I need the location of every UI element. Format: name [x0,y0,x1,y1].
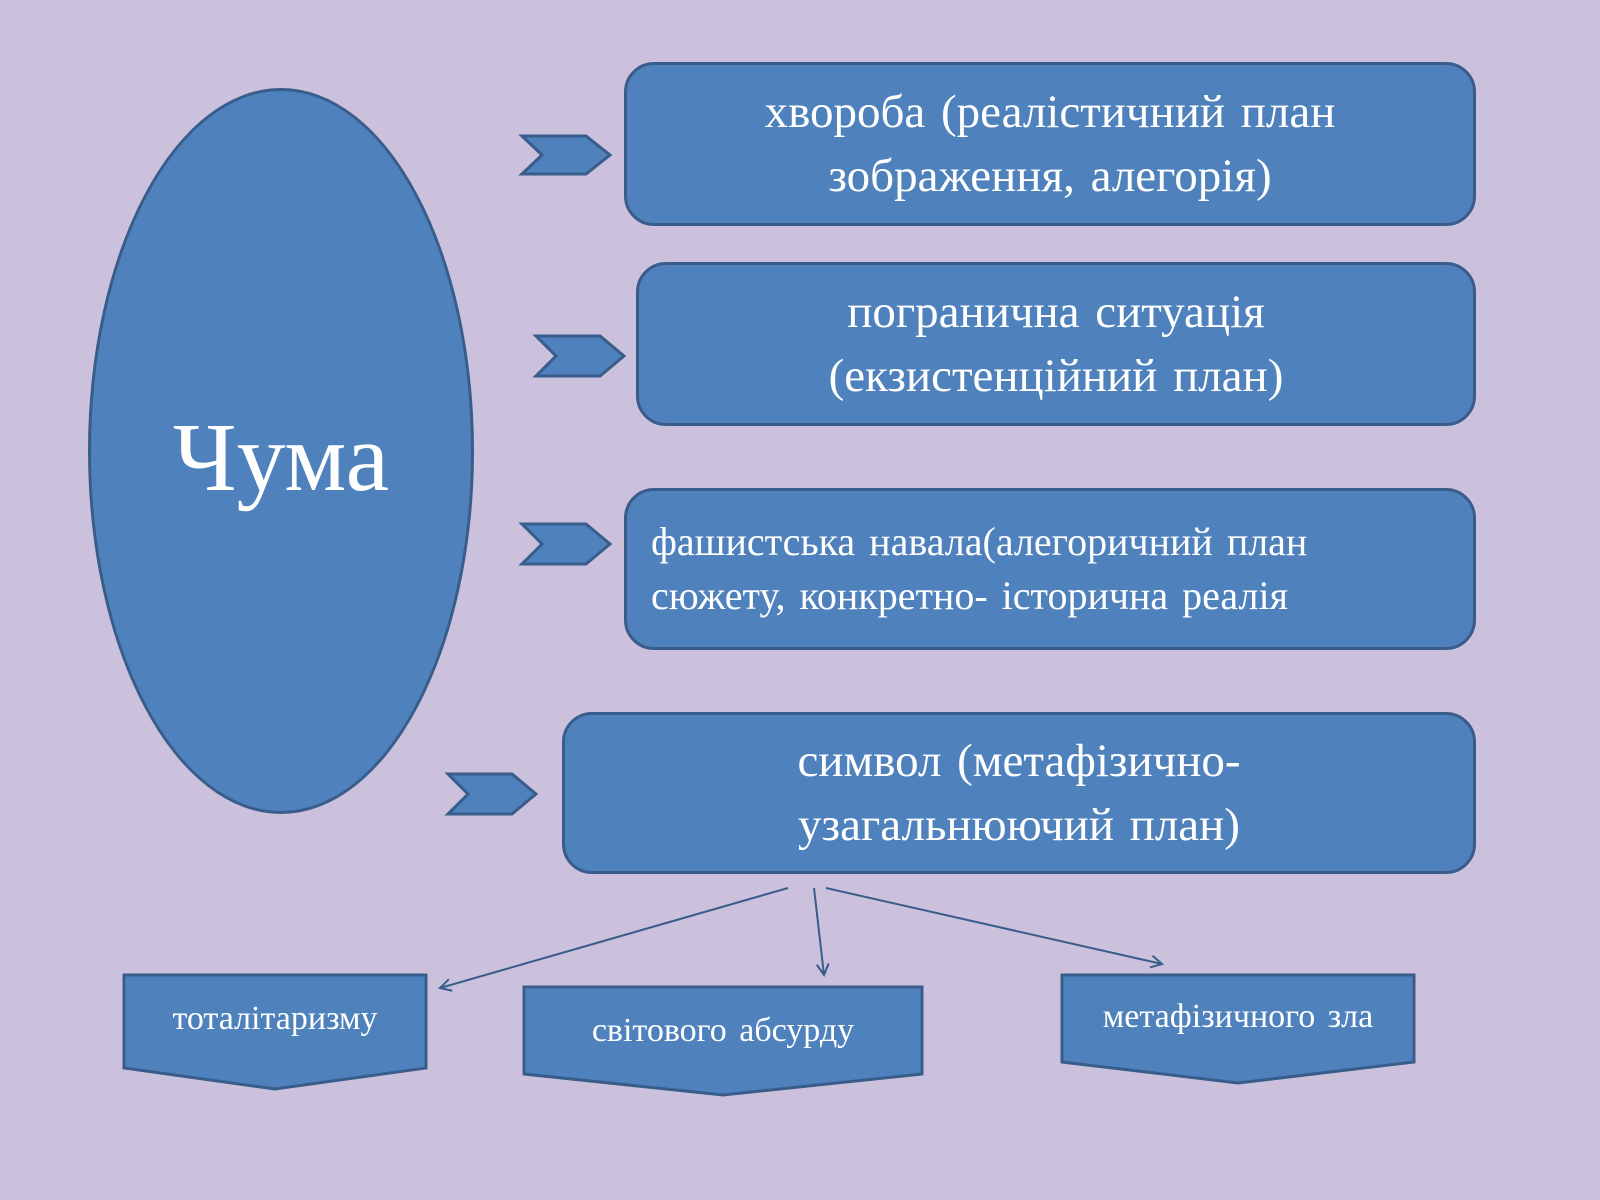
branch-text: символ (метафізично- [797,735,1241,787]
branch-text: сюжету, конкретно- історична реалія [651,573,1288,618]
arrow-to-evil [825,887,1162,964]
arrow-to-absurd [813,887,824,975]
branch-box-fascism: фашистська навала(алегоричний план сюжет… [624,488,1476,650]
branch-text: пограничн­а ситуація [847,286,1265,338]
branch-box-symbol: символ (метафізично- узагальнюючий план) [562,712,1476,874]
pentagon-totalitarianism [122,973,428,1091]
branch-box-borderline: пограничн­а ситуація (екзистенційний пла… [636,262,1476,426]
arrow-to-totalitarianism [440,887,789,988]
chevron-icon-1 [518,134,613,176]
label-absurd: світового абсурду [591,1012,855,1049]
branch-text: узагальнюючий план) [798,799,1240,851]
branch-text: фашистська навала(алегоричний план [651,519,1308,564]
pentagon-evil [1060,973,1416,1085]
chevron-icon-4 [444,772,539,816]
central-label: Чума [172,404,390,512]
label-evil: метафізичного зла [1102,998,1374,1035]
branch-text: (екзистенційний план) [828,350,1284,402]
label-totalitarianism: тоталітаризму [172,1000,378,1037]
chevron-icon-2 [532,334,627,378]
central-ellipse: Чума [88,88,474,814]
branch-text: хвороба (реалістичний план [764,86,1336,138]
pentagon-absurd [522,985,924,1097]
branch-box-disease: хвороба (реалістичний план зображення, а… [624,62,1476,226]
branch-text: зображення, алегорія) [828,150,1272,202]
chevron-icon-3 [518,522,613,566]
